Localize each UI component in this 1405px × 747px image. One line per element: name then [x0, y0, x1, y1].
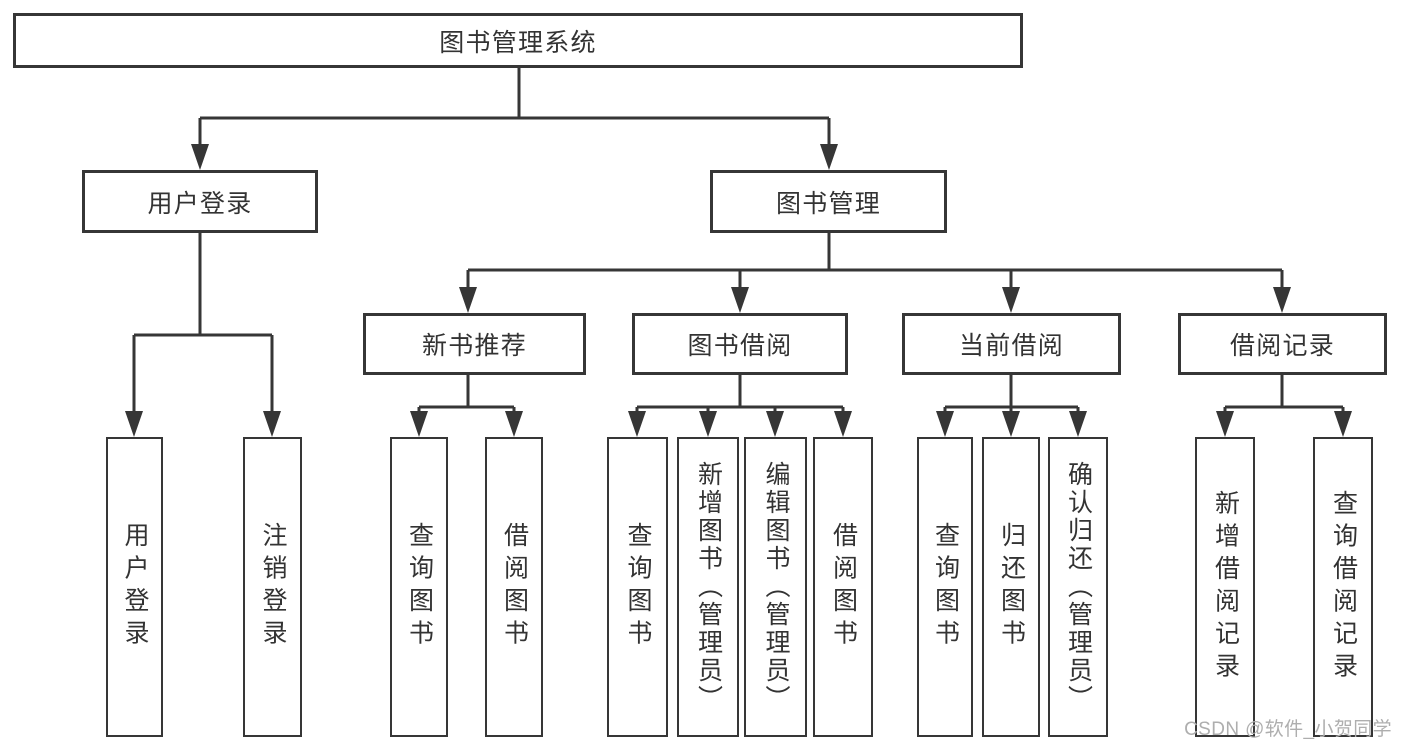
leaf-confirm-return-admin-label: 确认归还（管理员）	[1064, 461, 1093, 713]
leaf-edit-book-admin: 编辑图书（管理员）	[744, 437, 807, 737]
leaf-return-book: 归还图书	[982, 437, 1040, 737]
leaf-borrow-book-2: 借阅图书	[813, 437, 873, 737]
leaf-borrow-book-2-label: 借阅图书	[829, 522, 858, 652]
leaf-borrow-book-1-label: 借阅图书	[500, 522, 529, 652]
node-book-borrow: 图书借阅	[632, 313, 848, 375]
leaf-add-borrow-record: 新增借阅记录	[1195, 437, 1255, 737]
leaf-query-book-3-label: 查询图书	[931, 522, 960, 652]
leaf-add-book-admin-label: 新增图书（管理员）	[694, 461, 723, 713]
node-new-book-recommend: 新书推荐	[363, 313, 586, 375]
leaf-user-login: 用户登录	[106, 437, 163, 737]
leaf-query-book-2: 查询图书	[607, 437, 668, 737]
root-node-library-system: 图书管理系统	[13, 13, 1023, 68]
leaf-query-borrow-record: 查询借阅记录	[1313, 437, 1373, 737]
leaf-query-book-1: 查询图书	[390, 437, 448, 737]
leaf-user-login-label: 用户登录	[121, 522, 149, 652]
leaf-logout: 注销登录	[243, 437, 302, 737]
leaf-query-borrow-record-label: 查询借阅记录	[1329, 489, 1358, 685]
node-borrow-records: 借阅记录	[1178, 313, 1387, 375]
node-current-borrow: 当前借阅	[902, 313, 1121, 375]
leaf-borrow-book-1: 借阅图书	[485, 437, 543, 737]
leaf-add-book-admin: 新增图书（管理员）	[677, 437, 739, 737]
leaf-query-book-3: 查询图书	[917, 437, 973, 737]
arrowheads	[125, 144, 1352, 437]
leaf-confirm-return-admin: 确认归还（管理员）	[1048, 437, 1108, 737]
leaf-logout-label: 注销登录	[259, 522, 287, 652]
leaf-query-book-1-label: 查询图书	[405, 522, 434, 652]
leaf-query-book-2-label: 查询图书	[624, 522, 652, 652]
leaf-add-borrow-record-label: 新增借阅记录	[1211, 489, 1240, 685]
node-book-management: 图书管理	[710, 170, 947, 233]
node-user-login: 用户登录	[82, 170, 318, 233]
csdn-watermark: CSDN @软件_小贺同学	[1184, 719, 1392, 740]
leaf-edit-book-admin-label: 编辑图书（管理员）	[762, 461, 790, 713]
leaf-return-book-label: 归还图书	[997, 522, 1026, 652]
